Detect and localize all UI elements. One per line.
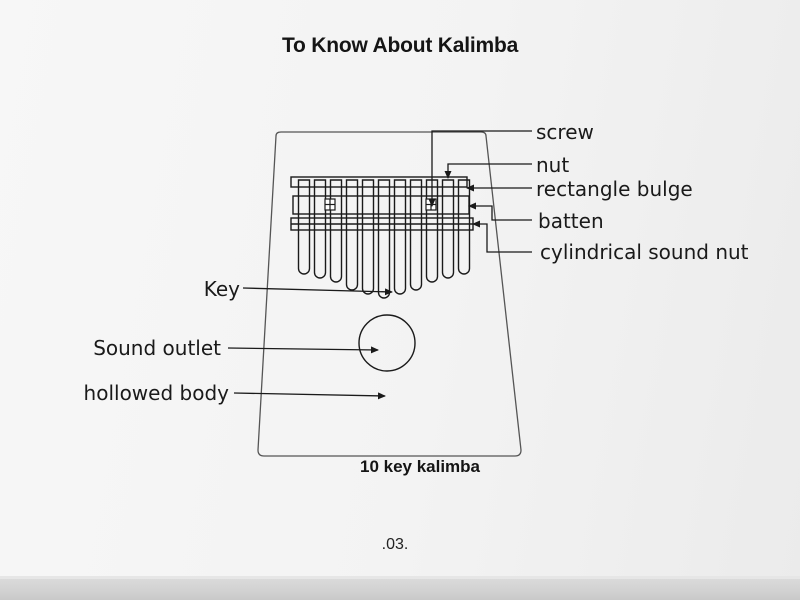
tines-group [297,179,471,299]
tine-11 [457,179,471,275]
tine-10 [441,179,455,279]
label-nut: nut [536,153,569,177]
tine-2 [313,179,327,279]
sound-outlet-hole [358,314,416,372]
label-rectangle-bulge: rectangle bulge [536,177,693,201]
sound-outlet-leader [227,346,379,354]
label-key: Key [204,277,240,301]
batten-leader [468,202,532,221]
tine-5 [361,179,375,295]
screw-left-icon [324,198,336,211]
tine-3 [329,179,343,283]
hollowed-body-leader [233,392,386,400]
screw-leader [428,130,532,207]
cylindrical-sound-nut-leader [472,220,532,253]
nut-leader [444,163,532,179]
kalimba-body-outline [257,131,522,457]
bridge-assembly [290,176,474,231]
page-stack-edge [0,576,800,600]
diagram-caption: 10 key kalimba [359,457,481,476]
tine-8 [409,179,423,291]
label-screw: screw [536,120,594,144]
page-title: To Know About Kalimba [281,34,519,57]
tine-7 [393,179,407,295]
key-leader [242,287,393,296]
page-number: .03. [381,536,409,553]
label-hollowed-body: hollowed body [84,381,230,405]
label-batten: batten [538,209,604,233]
tine-4 [345,179,359,291]
tine-1 [297,179,311,275]
rectangle-bulge-shape [290,176,468,188]
label-sound-outlet: Sound outlet [93,336,221,360]
screw-right-icon [425,198,437,211]
tine-9 [425,179,439,283]
label-cylindrical-sound-nut: cylindrical sound nut [540,240,749,264]
tine-6 [377,179,391,299]
